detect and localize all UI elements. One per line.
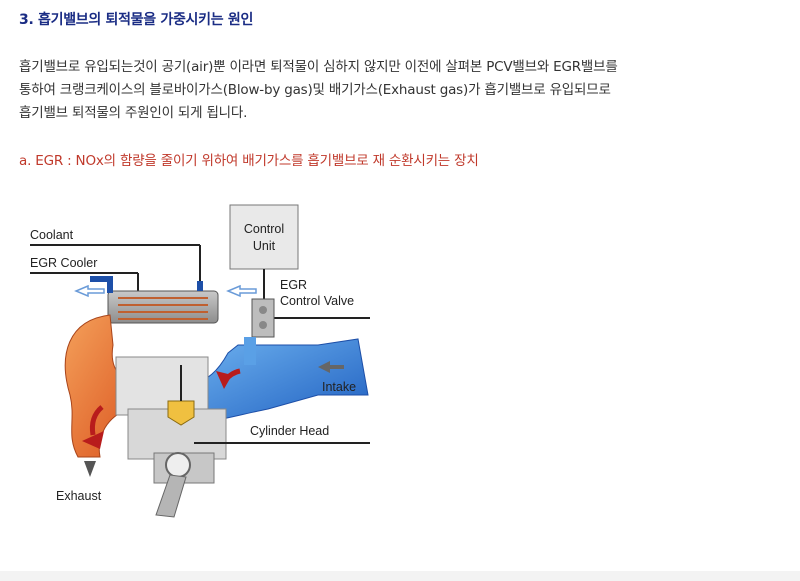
cylinder-head-label: Cylinder Head [250, 424, 329, 438]
paragraph-line: 흡기밸브로 유입되는것이 공기(air)뿐 이라면 퇴적물이 심하지 않지만 이… [19, 59, 618, 75]
control-unit-label-1: Control [244, 222, 284, 236]
exhaust-label: Exhaust [56, 489, 102, 503]
egr-cooler-label: EGR Cooler [30, 256, 97, 270]
exhaust-out-arrow [84, 461, 96, 477]
egr-valve-label-1: EGR [280, 278, 307, 292]
section-heading: 3. 흡기밸브의 퇴적물을 가중시키는 원인 [19, 12, 254, 28]
egr-system-diagram: Control Unit Coolant EGR Cooler EGR Cont… [30, 204, 370, 518]
coolant-out-arrow [74, 284, 105, 298]
paragraph-line: 통하여 크랭크케이스의 블로바이가스(Blow-by gas)및 배기가스(Ex… [19, 82, 611, 98]
egr-valve-label-2: Control Valve [280, 294, 354, 308]
intake-arrow [318, 361, 344, 373]
page-bottom-strip [0, 571, 800, 581]
egr-control-valve [251, 298, 275, 338]
egr-subheading: a. EGR : NOx의 함량을 줄이기 위하여 배기가스를 흡기밸브로 재 … [19, 153, 479, 169]
intake-label: Intake [322, 380, 356, 394]
paragraph-line: 흡기밸브 퇴적물의 주원인이 되게 됩니다. [19, 105, 248, 121]
piston-pin [165, 452, 191, 478]
control-unit-box [229, 204, 299, 270]
control-unit-label-2: Unit [253, 239, 276, 253]
body-paragraph: 흡기밸브로 유입되는것이 공기(air)뿐 이라면 퇴적물이 심하지 않지만 이… [19, 56, 789, 125]
coolant-in-arrow [226, 284, 257, 298]
coolant-label: Coolant [30, 228, 74, 242]
